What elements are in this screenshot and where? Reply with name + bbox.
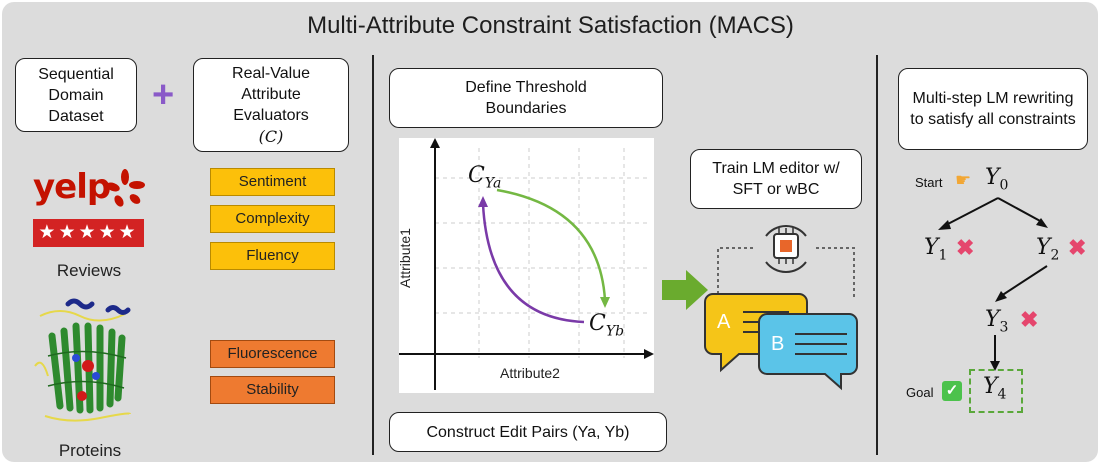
yelp-logo: yelp ★★★★★	[33, 167, 145, 249]
point-c-ya: CYa	[468, 163, 502, 192]
node-y3: Y3	[985, 307, 1009, 336]
node-y0: Y0	[985, 165, 1009, 194]
train-editor-box: Train LM editor w/ SFT or wBC	[690, 149, 862, 209]
goal-check-icon: ✓	[942, 381, 962, 401]
yelp-burst-icon	[106, 169, 145, 207]
attribute-tag-fluency: Fluency	[210, 242, 335, 270]
rewrite-box: Multi-step LM rewriting to satisfy all c…	[898, 68, 1088, 150]
svg-text:A: A	[717, 311, 731, 333]
dataset-box: Sequential Domain Dataset	[15, 58, 137, 132]
divider-right	[876, 55, 878, 455]
point-c-yb: CYb	[589, 311, 625, 340]
goal-label: Goal	[906, 385, 934, 400]
divider-left	[372, 55, 374, 455]
tree-branch-y2-y3	[995, 265, 1048, 302]
attribute-tag-fluorescence: Fluorescence	[210, 340, 335, 368]
node-y1: Y1	[924, 235, 948, 264]
node-y2: Y2	[1036, 235, 1060, 264]
plus-icon: +	[152, 74, 175, 116]
speech-bubbles-icon: A B	[704, 293, 858, 391]
attribute-tag-complexity: Complexity	[210, 205, 335, 233]
fail-mark-y1: ✖	[956, 235, 975, 260]
evaluator-box: Real-Value Attribute Evaluators (C)	[193, 58, 349, 152]
define-thresholds-box: Define Threshold Boundaries	[389, 68, 663, 128]
editor-chip-icon	[717, 225, 855, 300]
fail-mark-y3: ✖	[1020, 307, 1039, 332]
fail-mark-y2: ✖	[1068, 235, 1087, 260]
proteins-caption: Proteins	[58, 441, 122, 460]
yelp-stars: ★★★★★	[33, 219, 144, 247]
evaluator-symbol: (C)	[258, 127, 284, 146]
svg-text:B: B	[771, 333, 784, 355]
diagram-title: Multi-Attribute Constraint Satisfaction …	[307, 12, 794, 39]
node-y4: Y4	[983, 374, 1007, 403]
x-axis-label: Attribute2	[500, 365, 560, 381]
attribute-tag-sentiment: Sentiment	[210, 168, 335, 196]
start-label: Start	[915, 175, 943, 190]
reviews-caption: Reviews	[56, 261, 122, 280]
y-axis-label: Attribute1	[397, 228, 413, 288]
attribute-plot	[399, 138, 654, 393]
forward-arrow-icon	[662, 270, 708, 310]
attribute-tag-stability: Stability	[210, 376, 335, 404]
tree-branch-y3-y4	[990, 335, 1000, 371]
construct-edit-pairs-box: Construct Edit Pairs (Ya, Yb)	[389, 412, 667, 452]
pointing-hand-icon: ☛	[955, 170, 972, 190]
protein-structure-image	[34, 298, 131, 422]
tree-branches-top	[938, 197, 1048, 230]
goal-node-box	[969, 369, 1023, 413]
